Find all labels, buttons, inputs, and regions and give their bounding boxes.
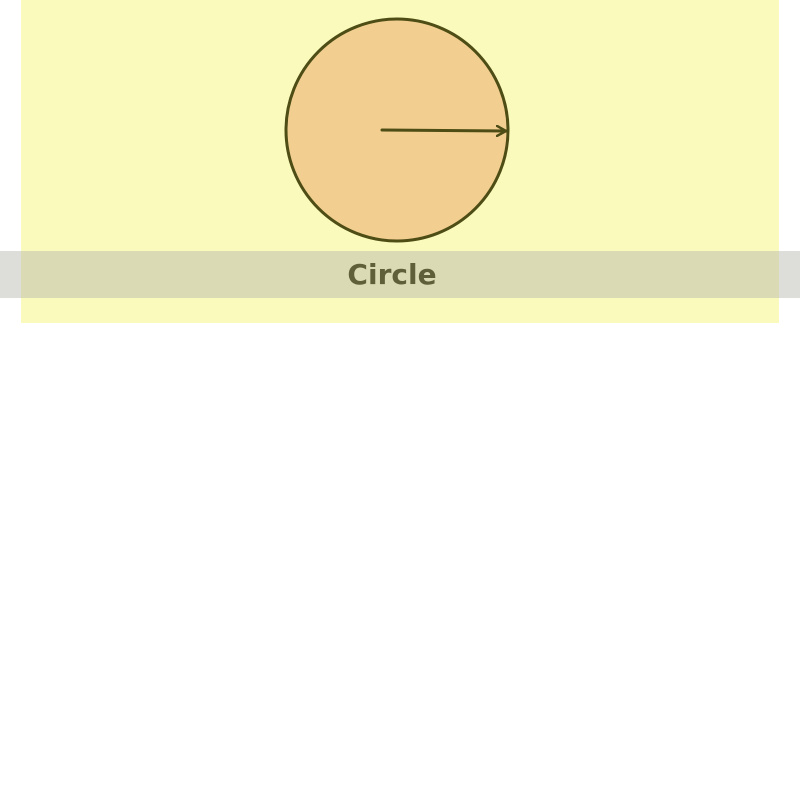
radius-arrow: [380, 130, 508, 131]
shape-caption: Circle: [347, 257, 437, 291]
caption-bar: Circle: [0, 251, 800, 298]
circle-figure: [284, 17, 510, 243]
